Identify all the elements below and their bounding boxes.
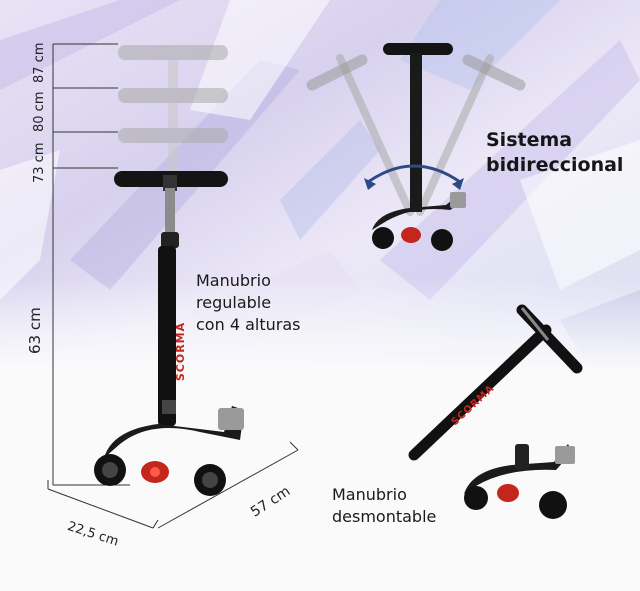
height-label-63: 63 cm [26, 307, 44, 354]
bidirectional-line-1: Sistema [486, 129, 573, 151]
removable-line-2: desmontable [332, 507, 437, 526]
rotation-arc [367, 164, 461, 184]
adjustable-line-3: con 4 alturas [196, 315, 301, 334]
arrow-left-icon [364, 178, 376, 190]
holographic-background [0, 0, 640, 370]
bidirectional-line-2: bidireccional [486, 154, 624, 176]
adjustable-line-1: Manubrio [196, 271, 271, 290]
height-label-80: 80 cm [32, 91, 47, 133]
height-label-73: 73 cm [32, 142, 47, 184]
adjustable-handle-text: Manubrio regulable con 4 alturas [196, 270, 300, 336]
removable-line-1: Manubrio [332, 485, 407, 504]
arrow-right-icon [452, 178, 464, 190]
main-scooter [94, 171, 244, 496]
removable-handle-text: Manubrio desmontable [332, 484, 436, 528]
height-label-87: 87 cm [32, 42, 47, 84]
removable-scooter-base [464, 444, 575, 519]
bidirectional-scooter [306, 43, 526, 251]
removable-handle [408, 304, 583, 461]
bidirectional-text: Sistema bidireccional [486, 128, 623, 178]
brand-text-main: SCORMA [174, 321, 188, 382]
dimension-lines [47, 43, 299, 529]
adjustable-line-2: regulable [196, 293, 272, 312]
ghost-handles [118, 45, 228, 172]
